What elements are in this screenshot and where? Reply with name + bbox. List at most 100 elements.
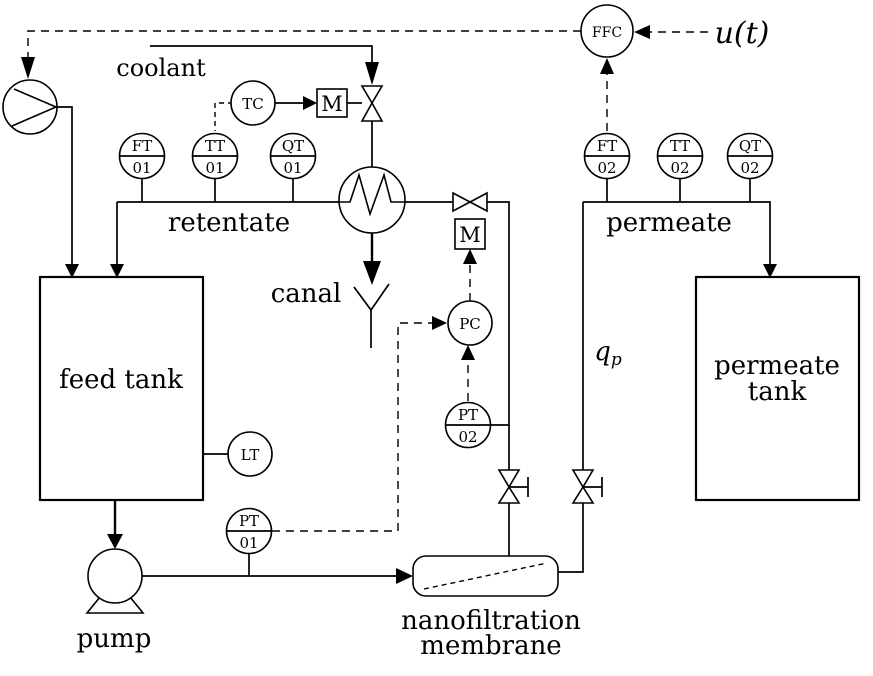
arrowhead-into-feed-pump [21, 57, 35, 79]
permeate-tank: permeate tank [694, 275, 861, 502]
coolant-valve-top [360, 85, 384, 105]
qt01-number: 01 [283, 159, 302, 177]
tt01-tag: TT [205, 137, 225, 155]
heat-exchanger [338, 166, 406, 234]
retentate-valve-motor: M [454, 218, 486, 250]
heat-exchanger-body [338, 166, 406, 234]
motor1-label: M [321, 92, 343, 116]
permeate-tank-body [694, 275, 861, 502]
controller-tc: TC [230, 80, 276, 126]
qt02-number: 02 [740, 159, 759, 177]
controller-pc: PC [447, 300, 493, 346]
permeate-tank-label-line2: tank [748, 377, 807, 407]
arrowhead-into-coolant-valve [365, 62, 379, 85]
manual-valve1-bottom [497, 485, 521, 504]
membrane-permeate-outlet [558, 503, 584, 573]
motor1-box [316, 88, 348, 118]
coolant-line [150, 45, 373, 62]
canal-label: canal [271, 279, 342, 309]
coolant-label: coolant [116, 54, 206, 82]
instrument-tt01: TT 01 [191, 132, 239, 180]
qt01-tag: QT [282, 137, 304, 155]
pc-label: PC [459, 315, 481, 333]
instrument-qt01: QT 01 [269, 132, 317, 180]
coolant-control-valve [360, 85, 384, 122]
instrument-qt02: QT 02 [726, 132, 774, 180]
arrowhead-permeate-tank [763, 264, 777, 278]
pump-label: pump [77, 624, 152, 654]
pump-legs [85, 596, 145, 614]
tc-label: TC [242, 95, 263, 113]
circulation-pump: pump [77, 548, 152, 654]
arrowhead-into-pump [107, 534, 123, 549]
instrument-ft02: FT 02 [583, 132, 631, 180]
lt-bubble [227, 431, 273, 477]
tt02-number: 02 [670, 159, 689, 177]
pt01-to-pc-signal [272, 322, 432, 532]
permeate-manual-valve [571, 469, 603, 504]
motor2-label: M [459, 223, 481, 247]
feed-tank: feed tank [38, 275, 205, 502]
feed-tank-label: feed tank [59, 365, 183, 395]
nanofiltration-membrane: nanofiltration membrane [401, 555, 581, 661]
manual-valve1-top [497, 469, 521, 489]
ffc-bubble [580, 4, 634, 58]
retentate-label: retentate [168, 208, 290, 238]
manual-valve2-bottom [571, 485, 595, 504]
permeate-label: permeate [606, 208, 732, 238]
pc-bubble [447, 300, 493, 346]
controller-ffc: FFC [580, 4, 634, 58]
arrowhead-into-motor1 [303, 96, 317, 110]
stream-labels: coolant retentate canal permeate qp u(t) [116, 16, 769, 370]
arrowhead-feed-tank [65, 264, 79, 278]
qp-subscript: p [611, 350, 622, 370]
manual-valve2-top [571, 469, 595, 489]
manual-valve2-handle [583, 477, 603, 497]
arrowhead-into-membrane [396, 568, 413, 584]
feed-tank-body [38, 275, 205, 502]
feed-pump-rotor-icon [11, 88, 59, 127]
motor2-box [454, 218, 486, 250]
signal-lines [21, 25, 708, 532]
arrowhead-into-motor2 [463, 249, 477, 264]
membrane-body [412, 555, 559, 597]
ft01-tag: FT [132, 137, 152, 155]
retentate-manual-valve [497, 469, 529, 504]
feed-pump [2, 79, 59, 135]
membrane-diagonal [423, 562, 548, 590]
feed-pump-outlet [56, 106, 73, 265]
coolant-valve-bottom [360, 101, 384, 122]
arrowhead-retentate-tank [110, 264, 124, 278]
manual-valve1-handle [509, 477, 529, 497]
process-lines [56, 45, 777, 584]
qt02-tag: QT [739, 137, 761, 155]
arrowhead-into-ffc-bottom [600, 58, 614, 74]
retentate-line-down [487, 201, 510, 470]
ft01-number: 01 [132, 159, 151, 177]
coolant-valve-motor: M [316, 88, 348, 118]
instrument-pt01: PT 01 [225, 507, 273, 555]
pt02-number: 02 [458, 428, 477, 446]
pt01-tag: PT [239, 512, 259, 530]
tt02-tag: TT [670, 137, 690, 155]
membrane-label-line2: membrane [420, 631, 561, 661]
instrument-lt: LT [227, 431, 273, 477]
retentate-control-valve [452, 191, 488, 213]
retentate-valve-left [452, 191, 472, 213]
pt02-tag: PT [458, 406, 478, 424]
permeate-tank-label-line1: permeate [714, 351, 840, 381]
instrument-tt02: TT 02 [656, 132, 704, 180]
tc-to-tt01-signal [214, 102, 233, 131]
instrument-ft01: FT 01 [118, 132, 166, 180]
ffc-to-feedpump-signal [27, 30, 581, 57]
canal-funnel [353, 283, 390, 312]
arrowhead-into-pc-bottom [461, 345, 475, 360]
qp-base: q [594, 337, 611, 367]
feed-pump-body [2, 79, 58, 135]
control-input-label: u(t) [715, 16, 770, 51]
tt01-number: 01 [205, 159, 224, 177]
ft02-number: 02 [597, 159, 616, 177]
lt-label: LT [241, 446, 260, 464]
